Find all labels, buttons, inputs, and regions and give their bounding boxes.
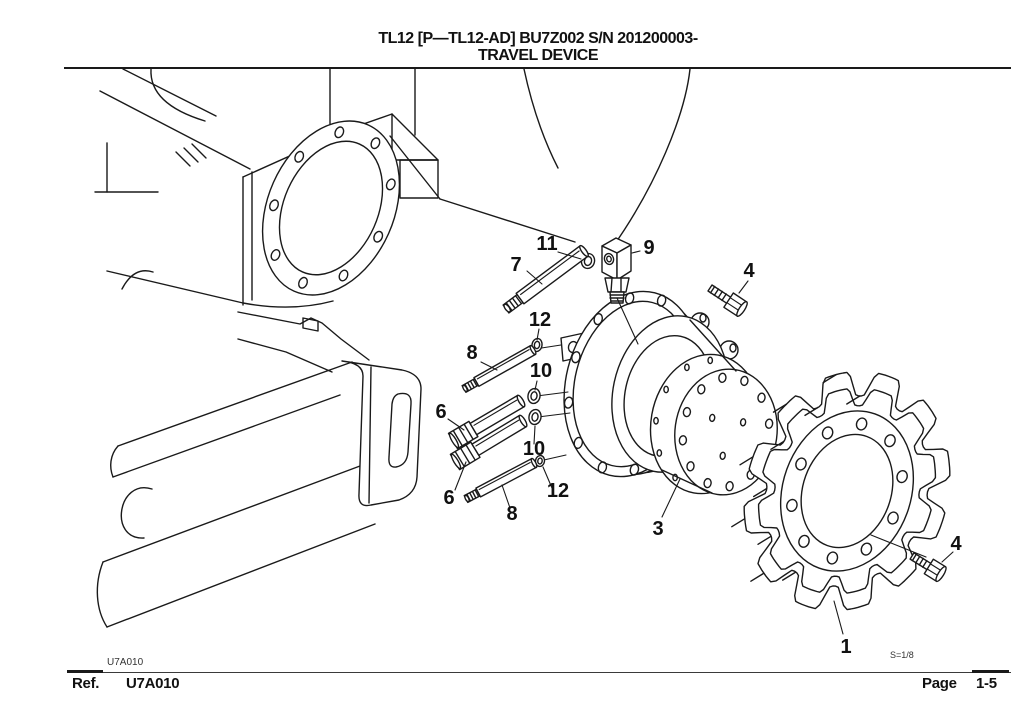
callout-label: 10 <box>530 360 552 382</box>
bolt-4-upper <box>707 284 748 317</box>
travel-motor-drawing <box>560 290 778 496</box>
machine-frame-drawing <box>94 68 691 373</box>
bolt-7 <box>502 244 589 314</box>
callout-label: 8 <box>466 342 477 364</box>
elbow-fitting-drawing <box>601 237 632 304</box>
callout-label: 3 <box>652 518 663 540</box>
o-ring <box>534 454 546 468</box>
footer-tick-left <box>67 670 103 673</box>
bolt-6-upper <box>447 394 526 450</box>
footer-page-value: 1-5 <box>976 675 997 692</box>
callout-label: 12 <box>529 309 551 331</box>
footer-ref-label: Ref. <box>72 675 100 692</box>
frame-flange-bolt-holes <box>269 126 396 289</box>
sprocket-bolt-holes <box>786 417 908 565</box>
callout-label: 7 <box>510 254 521 276</box>
o-ring <box>528 408 542 426</box>
callout-label: 8 <box>506 503 517 525</box>
bolt-8-lower <box>463 457 538 504</box>
callout-labels: 11 9 7 4 12 8 10 6 10 6 12 8 3 1 4 <box>435 233 962 658</box>
callout-label: 6 <box>443 487 454 509</box>
footer-tick-right <box>972 670 1009 673</box>
footer-page-label: Page <box>922 675 957 692</box>
callout-label: 4 <box>743 260 755 282</box>
page-title: TRAVEL DEVICE <box>477 47 599 64</box>
model-code-line: TL12 [P—TL12-AD] BU7Z002 S/N 201200003- <box>378 30 698 47</box>
bolts-drawing <box>447 244 947 583</box>
callout-label: 12 <box>547 480 569 502</box>
callout-label: 1 <box>840 636 851 658</box>
callout-label: 11 <box>536 233 557 255</box>
bolt-4-lower <box>909 552 947 583</box>
bolt-6-lower <box>449 414 528 471</box>
sprocket-depth-facets <box>731 373 861 582</box>
sprocket-drawing <box>731 371 951 611</box>
track-frame-arm-drawing <box>96 360 422 628</box>
callout-leader-lines <box>447 250 954 635</box>
footer-drawing-code: U7A010 <box>107 657 144 668</box>
callout-label: 9 <box>643 237 654 259</box>
footer-scale-note: S=1/8 <box>890 650 914 660</box>
footer-divider <box>67 672 1011 673</box>
o-ring <box>527 387 541 405</box>
callout-label: 4 <box>950 533 962 555</box>
header-divider <box>64 67 1011 69</box>
bolt-8-upper <box>461 344 537 393</box>
footer-ref-value: U7A010 <box>126 675 180 692</box>
callout-label: 10 <box>523 438 545 460</box>
callout-label: 6 <box>435 401 446 423</box>
